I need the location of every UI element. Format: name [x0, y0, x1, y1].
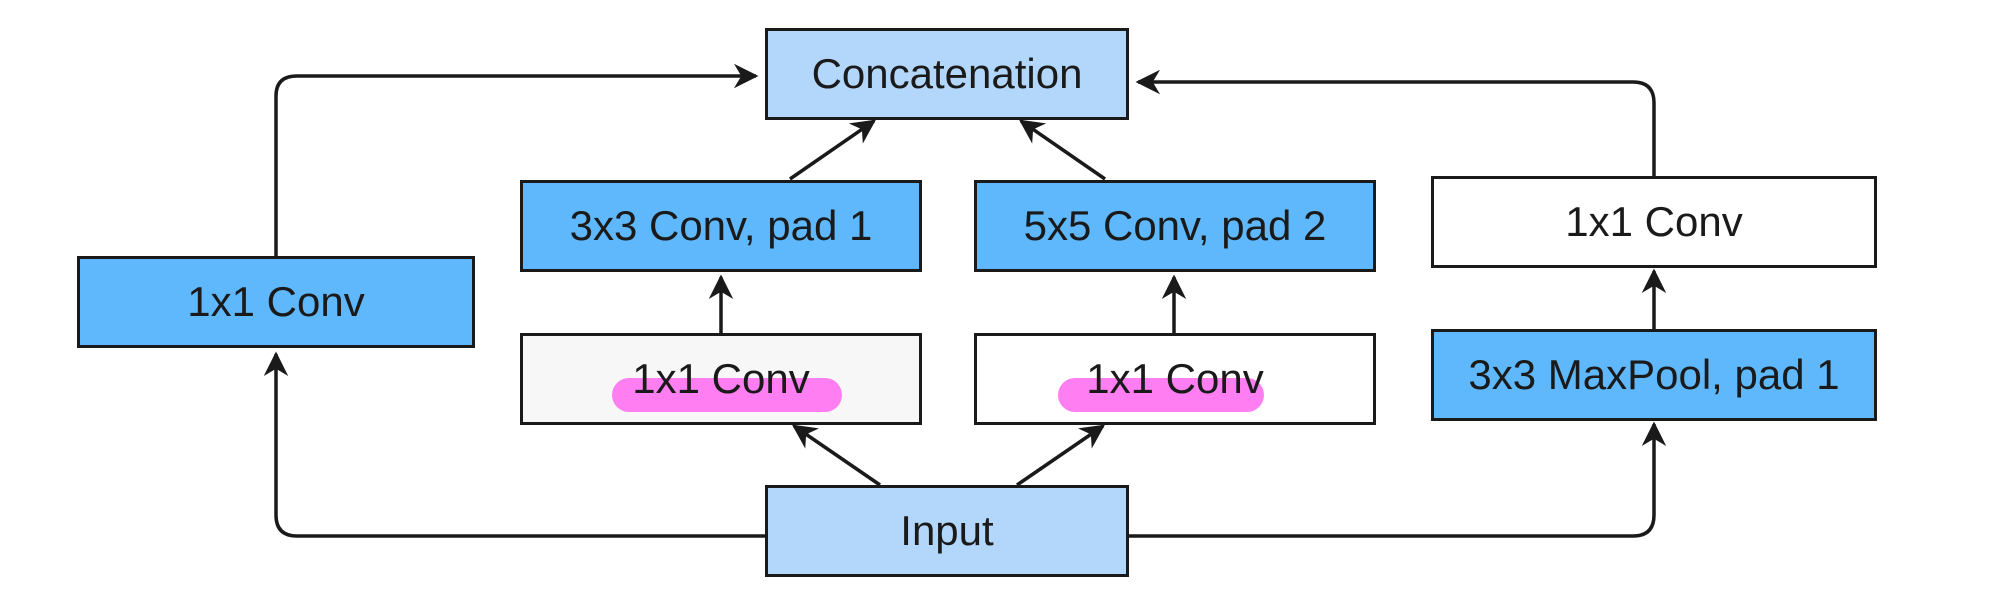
highlight-marker-a [612, 378, 842, 412]
edge-input-to-maxpool [1129, 421, 1667, 538]
input-label: Input [900, 507, 994, 554]
reduce-1x1-conv-node-a: 1x1 Conv [520, 333, 922, 425]
edge-input-to-reduce-b [1016, 424, 1106, 487]
input-node: Input [765, 485, 1129, 577]
reduce-1x1-conv-label-b: 1x1 Conv [1086, 355, 1264, 402]
conv3x3-label: 3x3 Conv, pad 1 [569, 202, 873, 249]
conv5x5-node: 5x5 Conv, pad 2 [974, 180, 1376, 272]
reduce-1x1-conv-label-a: 1x1 Conv [632, 355, 810, 402]
left-1x1-conv-label: 1x1 Conv [187, 278, 365, 325]
edge-pool-proj-to-concat [1135, 69, 1656, 176]
concatenation-label: Concatenation [811, 50, 1083, 97]
pool-projection-1x1-conv-label: 1x1 Conv [1565, 198, 1743, 245]
edge-left-conv-to-concat [274, 63, 759, 256]
edge-input-to-reduce-a [791, 424, 881, 487]
highlight-marker-b [1058, 378, 1264, 412]
left-1x1-conv-node: 1x1 Conv [77, 256, 475, 348]
edge-input-to-left-conv [263, 351, 765, 538]
pool-projection-1x1-conv-node: 1x1 Conv [1431, 176, 1877, 268]
maxpool-node: 3x3 MaxPool, pad 1 [1431, 329, 1877, 421]
edge-conv3x3-to-concat [789, 119, 877, 181]
conv3x3-node: 3x3 Conv, pad 1 [520, 180, 922, 272]
concatenation-node: Concatenation [765, 28, 1129, 120]
conv5x5-label: 5x5 Conv, pad 2 [1023, 202, 1327, 249]
reduce-1x1-conv-node-b: 1x1 Conv [974, 333, 1376, 425]
maxpool-label: 3x3 MaxPool, pad 1 [1468, 351, 1840, 398]
edge-conv5x5-to-concat [1018, 119, 1106, 181]
